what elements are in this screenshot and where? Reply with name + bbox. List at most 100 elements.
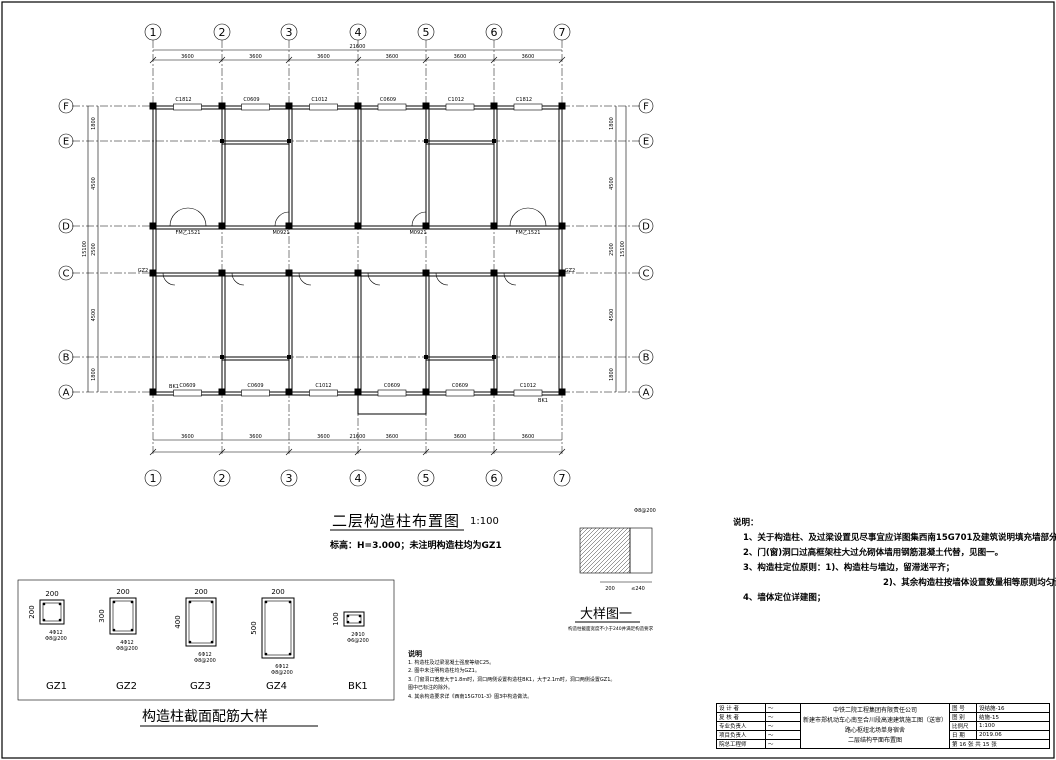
axis-label-top-1: 1 — [150, 26, 157, 39]
column-1F — [149, 102, 157, 110]
axis-bubble-left-A — [58, 384, 74, 400]
column-6F — [490, 102, 498, 110]
tb-sign-5: 〜 — [765, 739, 801, 749]
dim-bay-label-1-3: 4500 — [609, 309, 615, 322]
dim-tick-0-5 — [490, 56, 498, 64]
detail-wall — [579, 527, 631, 574]
section-title: 构造柱截面配筋大样 — [142, 709, 268, 725]
axis-label-top-3: 3 — [286, 26, 293, 39]
tb-role-1: 设 计 者 — [716, 703, 766, 713]
section-h-3: 500 — [250, 621, 258, 634]
column-5D — [422, 222, 430, 230]
column-1C — [149, 269, 157, 277]
axis-label-top-5: 5 — [423, 26, 430, 39]
dim-bay-label-0-0: 1800 — [91, 117, 97, 130]
section-bar-1-2 — [112, 628, 116, 632]
section-outline-3 — [261, 597, 295, 659]
column-5B — [424, 355, 428, 359]
axis-label-top-4: 4 — [355, 26, 362, 39]
tb-info-value-1: 设结施-16 — [976, 703, 1050, 713]
notes-heading: 说明： — [733, 518, 759, 528]
note-line-5: 4、墙体定位详建图； — [743, 593, 826, 603]
dim-bay-label-0-4: 1800 — [91, 368, 97, 381]
tb-info-label-2: 图 别 — [949, 712, 978, 722]
window-bottom-2 — [309, 389, 338, 397]
dim-tick-1-6 — [558, 448, 566, 456]
door-C-3 — [367, 272, 381, 286]
dim-span-label-0-0: 3600 — [181, 54, 194, 60]
section-w-0: 200 — [45, 590, 58, 598]
double-door-label-1: FM乙1521 — [516, 229, 541, 236]
plan-title: 二层构造柱布置图 — [332, 512, 461, 530]
dim-total-label-1: 21600 — [350, 434, 366, 440]
column-2E — [220, 139, 224, 143]
section-bar-0-0 — [42, 602, 46, 606]
section-bars-4: 2Φ10 — [351, 632, 364, 638]
axis-bubble-top-1 — [144, 23, 162, 41]
section-stir-1: Φ8@200 — [116, 646, 138, 652]
col-label-bk-left: BK1 — [169, 384, 179, 390]
section-stir-2: Φ8@200 — [194, 658, 216, 664]
section-label-gz4: GZ4 — [266, 681, 287, 692]
tb-sheet: 第 16 张 共 15 张 — [949, 739, 1050, 749]
axis-label-right-B: B — [643, 353, 650, 364]
window-top-label-2: C1012 — [311, 97, 327, 103]
tb-project: 新建市郑机动车心南至合川段高速建筑施工图（送审） — [803, 717, 948, 724]
column-1A — [149, 388, 157, 396]
window-bottom-1 — [241, 389, 270, 397]
dim-bay-label-1-4: 1800 — [609, 368, 615, 381]
tb-role-3: 专业负责人 — [716, 721, 766, 731]
column-4D — [354, 222, 362, 230]
section-outline-2 — [185, 597, 217, 647]
axis-bubble-bottom-6 — [485, 469, 503, 487]
section-h-4: 100 — [332, 612, 340, 625]
axis-bubble-left-D — [58, 218, 74, 234]
section-bars-2: 6Φ12 — [198, 652, 211, 658]
column-5F — [422, 102, 430, 110]
window-bottom-label-1: C0609 — [247, 383, 263, 389]
door-D-0 — [274, 211, 290, 227]
window-bottom-0 — [173, 389, 202, 397]
tb-info-label-3: 比例尺 — [949, 721, 978, 731]
axis-bubble-bottom-4 — [349, 469, 367, 487]
plan-subtitle: 标高：H=3.000；未注明构造柱均为GZ1 — [330, 541, 502, 551]
section-outline-4 — [343, 611, 365, 627]
axis-label-top-2: 2 — [219, 26, 226, 39]
column-5A — [422, 388, 430, 396]
note-line-1: 1、关于构造柱、及过梁设置见尽事宜应详图集西南15G701及建筑说明填充墙部分相… — [743, 533, 1056, 543]
section-w-1: 200 — [116, 588, 129, 596]
dim-depth-label-1: 15100 — [620, 241, 626, 257]
window-top-5 — [513, 103, 543, 111]
tb-drawing: 二层结构平面布置图 — [848, 737, 903, 744]
dim-tick-1-3 — [354, 448, 362, 456]
axis-label-bottom-4: 4 — [355, 472, 362, 485]
tb-info-value-3: 1:100 — [976, 721, 1050, 731]
column-2A — [218, 388, 226, 396]
dim-span-label-1-5: 3600 — [522, 434, 535, 440]
axis-label-top-7: 7 — [559, 26, 566, 39]
column-3B — [287, 355, 291, 359]
note-line-2: 2、门(窗)洞口过高框架柱大过允砌体墙用钢筋混凝土代替，见图一。 — [743, 548, 1004, 558]
window-bottom-label-3: C0609 — [384, 383, 400, 389]
axis-bubble-top-5 — [417, 23, 435, 41]
detail-note: 构造柱截面宽度不小于240并满足构造要求 — [568, 627, 654, 632]
section-h-0: 200 — [28, 605, 36, 618]
section-bars-1: 4Φ12 — [120, 640, 133, 646]
window-bottom-label-4: C0609 — [452, 383, 468, 389]
detail-rebar-label: Φ8@200 — [634, 508, 656, 514]
axis-bubble-right-A — [638, 384, 654, 400]
dim-span-label-1-3: 3600 — [386, 434, 399, 440]
section-bars-3: 6Φ12 — [275, 664, 288, 670]
note-line-3: 3、构造柱定位原则：1)、构造柱与墙边，留滞迷平齐； — [743, 563, 955, 573]
axis-label-right-C: C — [643, 269, 650, 280]
tb-company: 中铁二院工程集团有限责任公司 — [833, 707, 918, 714]
window-bottom-label-5: C1012 — [520, 383, 536, 389]
column-2C — [218, 269, 226, 277]
tb-info-value-2: 结施-15 — [976, 712, 1050, 722]
door-D-label-0: M0921 — [272, 230, 289, 236]
column-3C — [285, 269, 293, 277]
section-label-bk1: BK1 — [348, 681, 368, 692]
section-stir-4: Φ6@200 — [347, 638, 369, 644]
tb-item: 路心枢纽北场单身宿舍 — [845, 727, 906, 734]
dim-span-label-0-1: 3600 — [249, 54, 262, 60]
